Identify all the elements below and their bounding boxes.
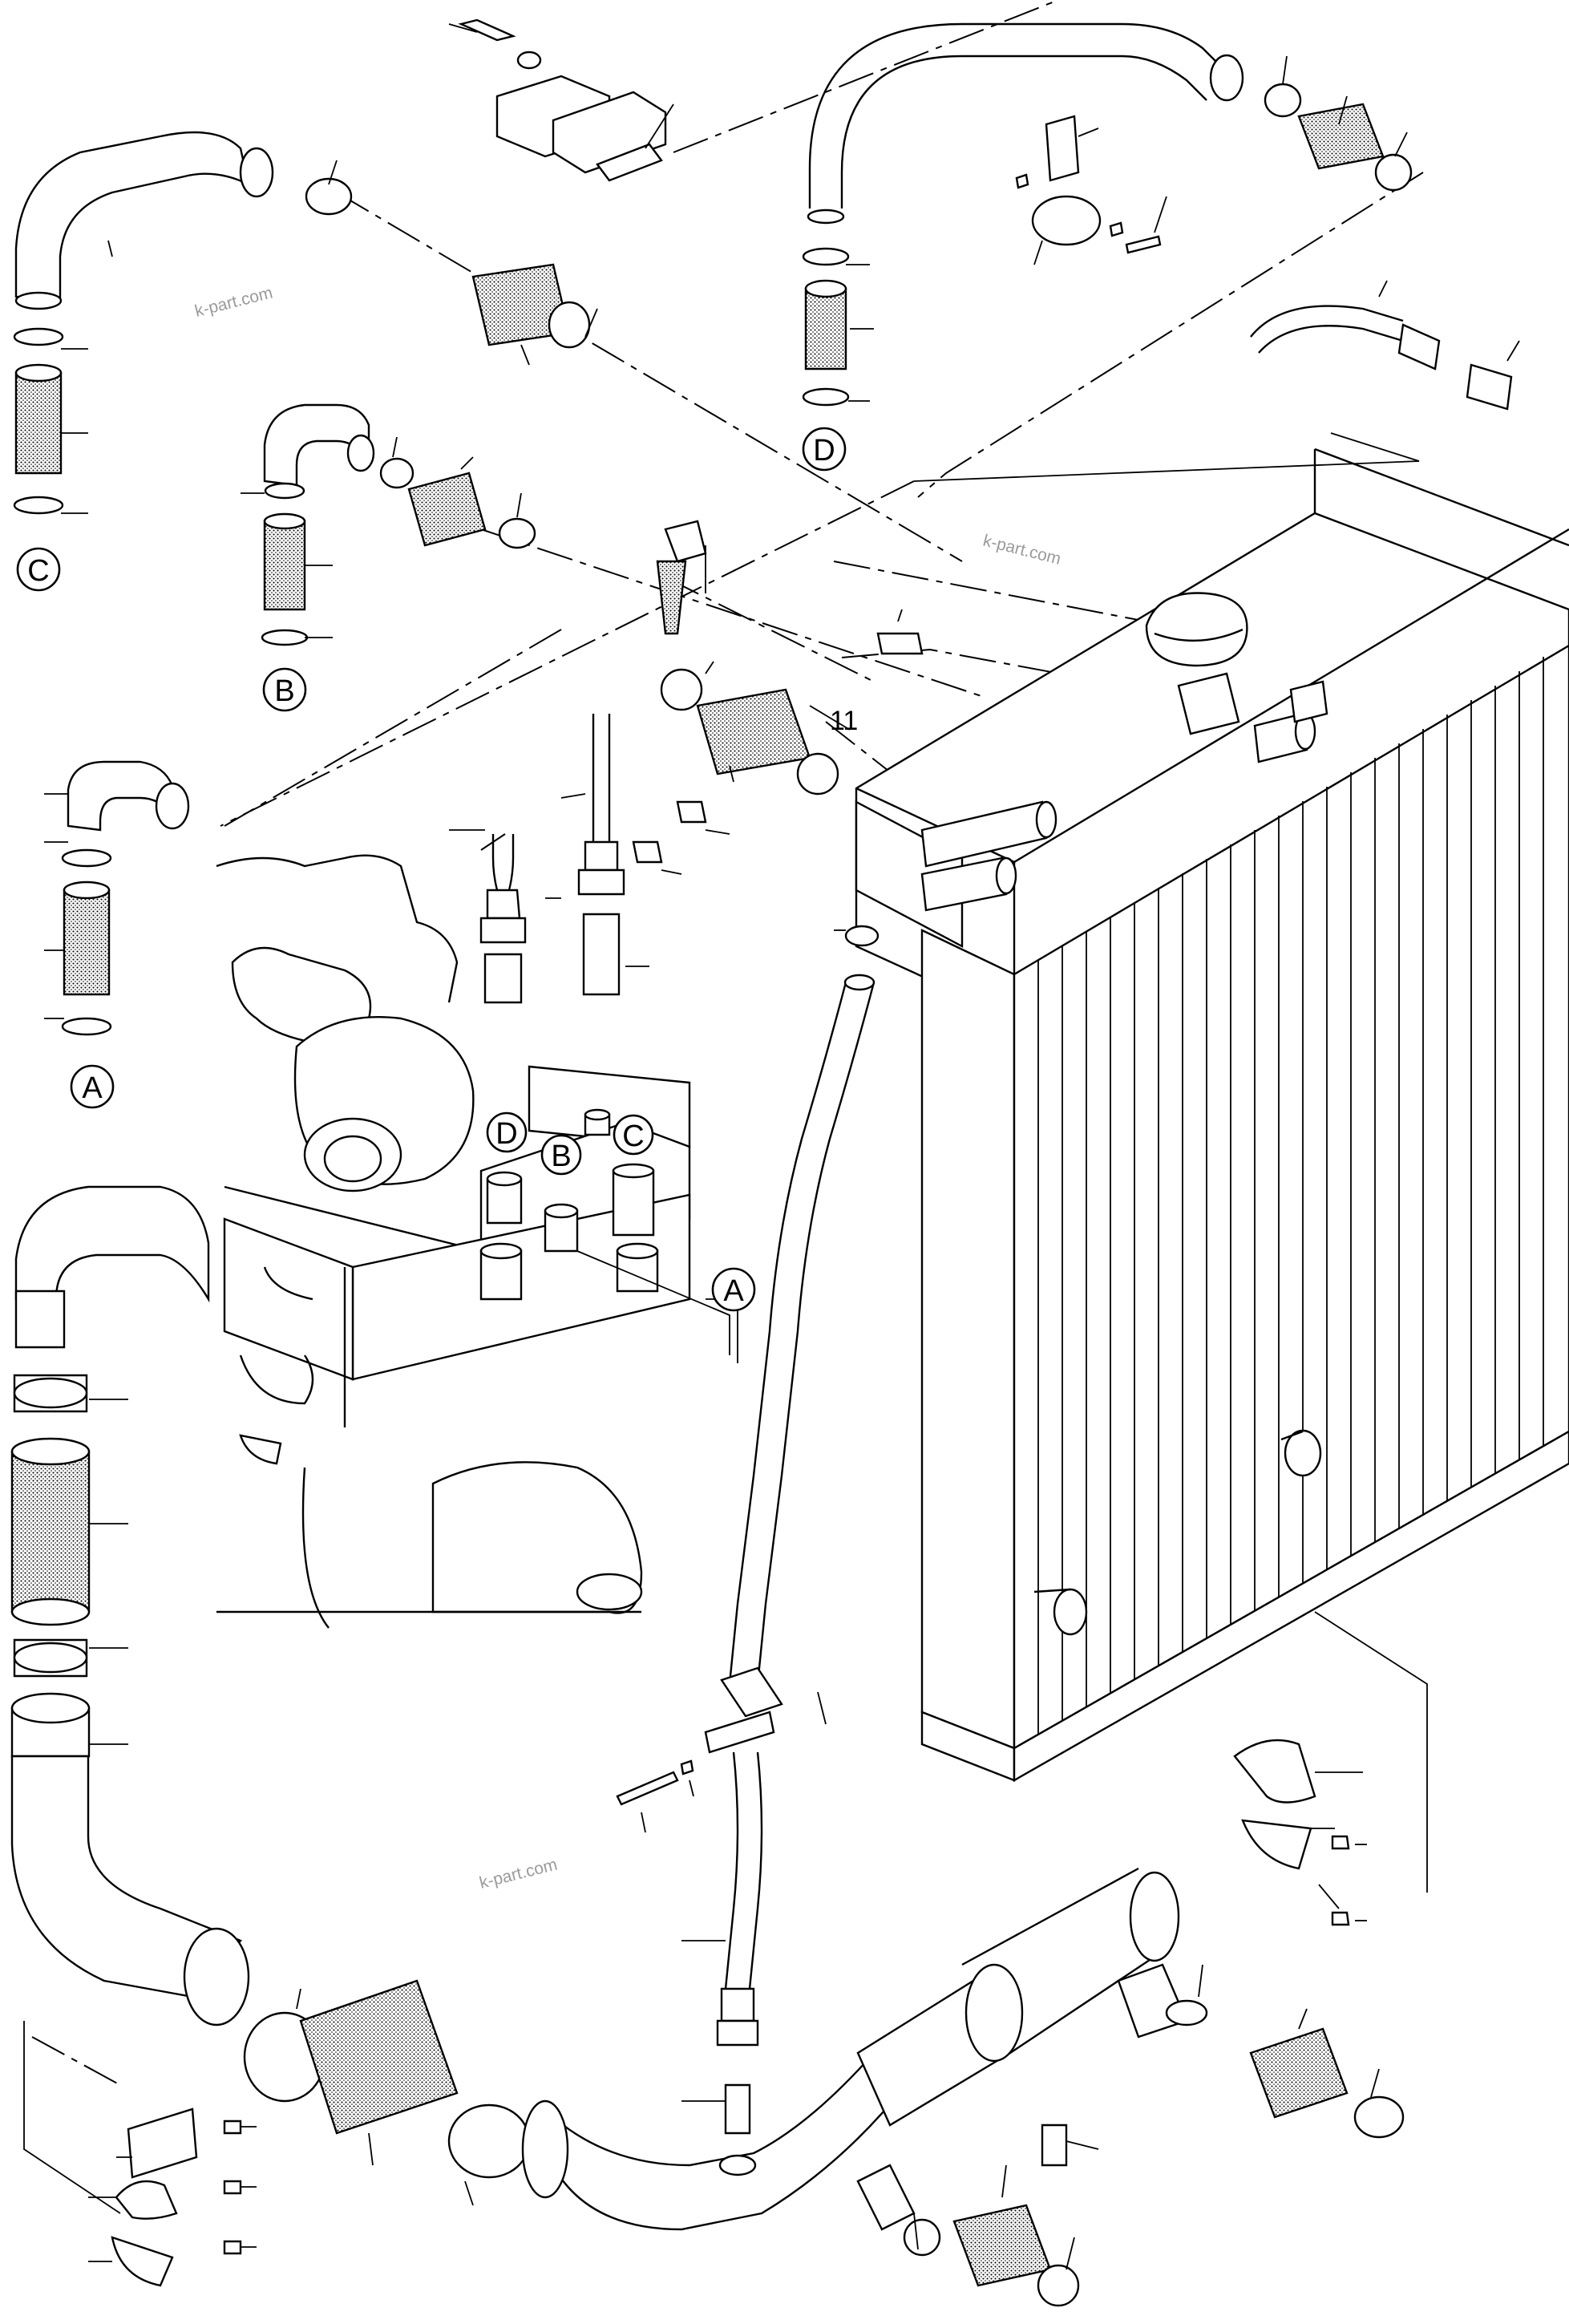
elbow-pipe-d	[802, 22, 1413, 407]
callout-d-top: D	[802, 427, 847, 472]
watermark-2: k-part.com	[981, 532, 1063, 569]
flex-hose-top-right	[1250, 280, 1520, 411]
watermark-1: k-part.com	[193, 284, 275, 321]
callout-a-engine: A	[711, 1267, 756, 1312]
radiator-boss-mid	[1284, 1429, 1322, 1477]
radiator-core-fins	[1037, 657, 1544, 1735]
watermark-4: k-part.com	[478, 1856, 560, 1893]
radiator	[855, 447, 1569, 1783]
engine-block	[216, 854, 730, 1629]
svg-text:A: A	[82, 1071, 103, 1105]
callout-b-left: B	[262, 667, 307, 712]
radiator-boss-lower	[1053, 1588, 1088, 1636]
svg-text:C: C	[27, 554, 49, 588]
elbow-pipe-c	[13, 131, 598, 515]
callout-d-engine: D	[486, 1111, 528, 1153]
svg-text:D: D	[495, 1117, 517, 1151]
elbow-pipe-b	[241, 403, 536, 646]
flex-hoses-to-engine	[449, 714, 649, 1004]
svg-text:A: A	[723, 1274, 744, 1308]
svg-text:D: D	[813, 434, 835, 468]
callout-c-left: C	[16, 547, 61, 592]
callout-c-engine: C	[613, 1114, 654, 1156]
callout-b-engine: B	[540, 1134, 582, 1176]
elbow-pipe-a	[44, 760, 190, 1036]
radiator-cap-icon	[1145, 592, 1248, 667]
part-number-label: 11	[830, 706, 858, 736]
intake-pipe-left	[10, 1185, 1405, 2307]
pipe-clamp-bracket-top	[448, 18, 674, 182]
svg-text:C: C	[622, 1119, 644, 1153]
drain-pipe	[616, 925, 880, 2176]
svg-text:B: B	[274, 674, 294, 708]
hose-with-clamps-part-11	[632, 520, 924, 875]
svg-text:B: B	[551, 1140, 571, 1173]
bottom-right-strap-bracket	[1233, 1611, 1428, 1926]
nipple-fitting-top	[876, 632, 924, 655]
bottom-left-strap-bracket	[23, 2021, 257, 2287]
callout-a-left: A	[70, 1064, 115, 1109]
